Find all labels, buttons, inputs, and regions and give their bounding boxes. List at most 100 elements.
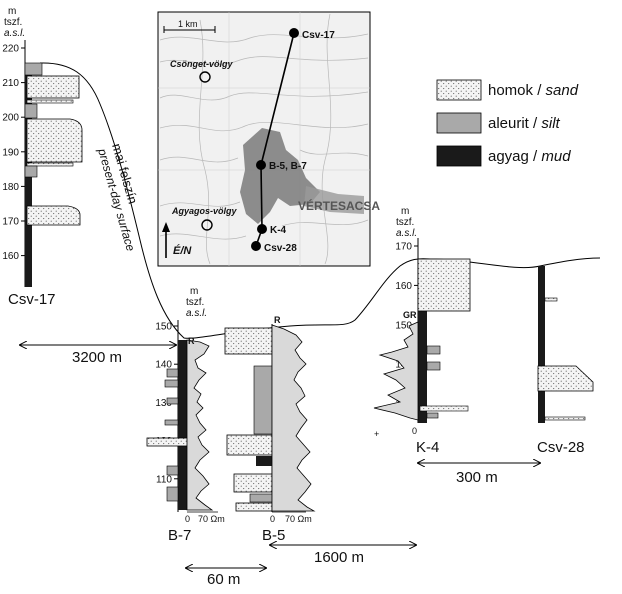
map-point-csv28 bbox=[251, 241, 261, 251]
map-label-csonget: Csönget-völgy bbox=[170, 59, 233, 69]
distance-3200: 3200 m bbox=[20, 345, 176, 366]
b5-sand-3 bbox=[233, 473, 273, 493]
map-section-line-1 bbox=[260, 32, 295, 166]
map-scale-label: 1 km bbox=[178, 19, 198, 29]
csv17-unit-asl: a.s.l. bbox=[4, 28, 25, 39]
map-label-csv28: Csv-28 bbox=[264, 243, 297, 254]
legend-swatch-mud bbox=[436, 145, 482, 167]
b7-silt-4 bbox=[164, 419, 179, 426]
b5-silt-2 bbox=[249, 493, 273, 503]
b7-silt-2 bbox=[164, 379, 179, 388]
csv17-tick-label: 180 bbox=[2, 182, 19, 193]
b5-sand-2 bbox=[226, 434, 273, 456]
k4-sand-top bbox=[417, 258, 471, 312]
location-map: Csv-17 B-5, B-7 K-4 Csv-28 Csönget-völgy… bbox=[157, 11, 380, 267]
well-k4: m tszf. a.s.l. 170160150140130 GR + 0 K-… bbox=[373, 206, 471, 456]
csv17-sand-3 bbox=[26, 205, 81, 226]
k4-unit-m: m bbox=[401, 206, 409, 217]
well-csv28: Csv-28 bbox=[537, 266, 594, 456]
csv28-sand-thin-1 bbox=[544, 297, 558, 302]
map-settlement-arm bbox=[304, 186, 364, 214]
map-point-k4 bbox=[257, 224, 267, 234]
b5-resistivity-log bbox=[271, 324, 316, 512]
map-label-north: É/N bbox=[173, 244, 192, 257]
map-label-town: VÉRTESACSA bbox=[298, 198, 380, 213]
b5-sand-top bbox=[224, 327, 273, 355]
b7-scale-zero: 0 bbox=[185, 514, 190, 524]
distance-300: 300 m bbox=[418, 463, 540, 486]
csv17-unit-tszf: tszf. bbox=[4, 17, 22, 28]
b7-tick-label: 110 bbox=[156, 474, 172, 485]
k4-tick-label: 170 bbox=[395, 242, 412, 253]
map-point-b5b7 bbox=[256, 160, 266, 170]
csv17-tick-label: 170 bbox=[2, 217, 19, 228]
k4-unit-asl: a.s.l. bbox=[396, 228, 417, 239]
csv28-mud-column bbox=[538, 266, 545, 423]
well-b7: m tszf. a.s.l. 150140130120110 R 0 70 Ωm… bbox=[146, 286, 225, 544]
csv17-unit-m: m bbox=[8, 6, 16, 17]
distance-3200-label: 3200 m bbox=[72, 349, 122, 366]
distance-1600-label: 1600 m bbox=[314, 549, 364, 566]
k4-silt-2 bbox=[426, 361, 441, 371]
distance-60-label: 60 m bbox=[207, 571, 240, 588]
k4-silt-3 bbox=[426, 412, 439, 419]
b5-r-label: R bbox=[274, 315, 281, 325]
b5-scale-zero: 0 bbox=[270, 514, 275, 524]
csv17-sand-1 bbox=[26, 75, 80, 99]
distance-300-label: 300 m bbox=[456, 469, 498, 486]
csv17-sand-2 bbox=[26, 118, 83, 163]
map-grid bbox=[158, 12, 370, 266]
b5-scale-max: 70 Ωm bbox=[285, 514, 312, 524]
csv28-sand-1 bbox=[537, 365, 594, 392]
csv17-tick-label: 160 bbox=[2, 251, 19, 262]
k4-unit-tszf: tszf. bbox=[396, 217, 414, 228]
b7-silt-1 bbox=[166, 368, 179, 378]
b7-tick-label: 140 bbox=[155, 360, 172, 371]
b7-silt-3 bbox=[166, 397, 179, 405]
map-section-line-2 bbox=[260, 164, 263, 230]
k4-zero: 0 bbox=[412, 426, 417, 436]
map-point-csonget bbox=[199, 71, 211, 83]
csv17-tick-label: 190 bbox=[2, 147, 19, 158]
legend-item-mud: agyag / mud bbox=[488, 148, 571, 165]
csv17-tick-label: 210 bbox=[2, 78, 19, 89]
surface-line bbox=[39, 62, 601, 339]
k4-mud-column bbox=[418, 259, 427, 423]
well-b5: R 0 70 Ωm B-5 bbox=[224, 315, 316, 544]
legend-item-silt: aleurit / silt bbox=[488, 115, 561, 132]
csv17-sand-thin bbox=[26, 99, 74, 104]
k4-plus: + bbox=[374, 429, 379, 439]
map-point-agyagos bbox=[201, 219, 213, 231]
b5-name: B-5 bbox=[262, 527, 285, 544]
b7-sand-1 bbox=[146, 437, 193, 447]
legend-swatch-silt bbox=[436, 112, 482, 134]
csv17-silt-top bbox=[24, 62, 43, 76]
csv17-sand-thin-2 bbox=[26, 162, 74, 167]
map-contours bbox=[159, 13, 369, 265]
b7-tick-label: 130 bbox=[155, 398, 172, 409]
map-label-agyagos: Agyagos-völgy bbox=[171, 206, 238, 216]
map-point-csv17 bbox=[289, 28, 299, 38]
k4-tick-label: 150 bbox=[395, 320, 412, 331]
map-label-k4: K-4 bbox=[270, 225, 287, 236]
b5-mud-1 bbox=[256, 456, 272, 466]
north-arrow-head-icon bbox=[162, 222, 170, 232]
b5-sand-4 bbox=[235, 502, 273, 512]
b7-r-label: R bbox=[188, 336, 195, 346]
map-label-csv17: Csv-17 bbox=[302, 30, 335, 41]
csv17-tick-label: 200 bbox=[2, 113, 19, 124]
k4-tick-label: 160 bbox=[395, 281, 412, 292]
csv28-sand-thin-2 bbox=[544, 416, 586, 421]
b7-scale-max: 70 Ωm bbox=[198, 514, 225, 524]
map-settlement-area bbox=[240, 128, 320, 224]
map-label-b5b7: B-5, B-7 bbox=[269, 161, 307, 172]
k4-gamma-log bbox=[373, 321, 419, 421]
k4-gr-label: GR bbox=[403, 310, 417, 320]
b7-resistivity-log bbox=[186, 339, 214, 511]
b7-name: B-7 bbox=[168, 527, 191, 544]
b7-silt-5 bbox=[166, 465, 179, 476]
